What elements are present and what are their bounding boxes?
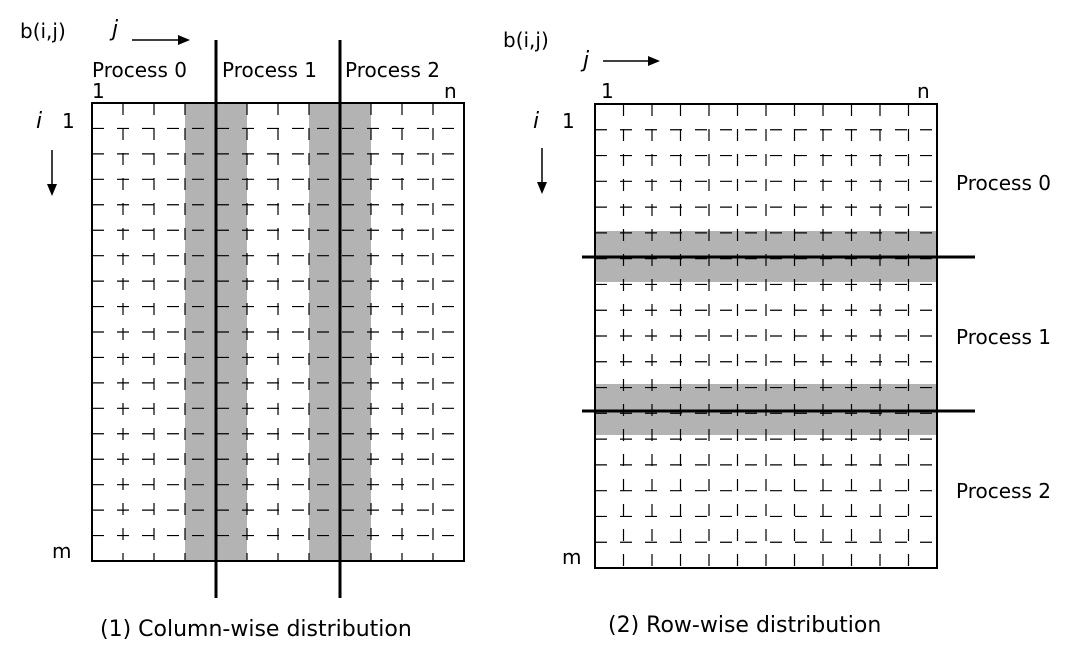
right-process-2-label: Process 2 [956, 479, 1051, 503]
column-wise-grid [92, 103, 464, 561]
right-row-first: 1 [562, 109, 575, 133]
left-row-first: 1 [62, 109, 75, 133]
right-j-symbol: j [580, 48, 590, 73]
row-wise-panel: b(i,j) j 1 n i 1 m Process 0 Process 1 P… [503, 28, 1051, 638]
left-col-first: 1 [92, 79, 105, 103]
left-row-last: m [52, 539, 71, 563]
left-process-1-label: Process 1 [222, 58, 317, 82]
left-process-2-label: Process 2 [345, 58, 440, 82]
left-i-arrow-head-icon [47, 184, 57, 196]
left-j-symbol: j [109, 17, 119, 42]
left-matrix-label: b(i,j) [20, 19, 66, 43]
left-j-arrow-head-icon [178, 35, 190, 45]
column-wise-panel: b(i,j) j Process 0 Process 1 Process 2 1… [20, 17, 465, 642]
left-caption: (1) Column-wise distribution [100, 617, 412, 642]
right-matrix-label: b(i,j) [503, 28, 549, 52]
left-process-0-label: Process 0 [92, 58, 187, 82]
right-process-0-label: Process 0 [956, 171, 1051, 195]
right-col-first: 1 [601, 79, 614, 103]
column-wise-matrix-frame [91, 102, 465, 562]
right-caption: (2) Row-wise distribution [608, 613, 881, 638]
left-col-last: n [444, 79, 457, 103]
right-i-symbol: i [533, 109, 539, 134]
right-process-1-label: Process 1 [956, 325, 1051, 349]
right-row-last: m [562, 545, 581, 569]
left-i-symbol: i [36, 109, 42, 134]
row-wise-grid [595, 104, 937, 568]
right-j-arrow-head-icon [648, 56, 660, 66]
right-col-last: n [917, 79, 930, 103]
right-i-arrow-head-icon [537, 182, 547, 194]
row-wise-matrix-frame [594, 103, 938, 569]
